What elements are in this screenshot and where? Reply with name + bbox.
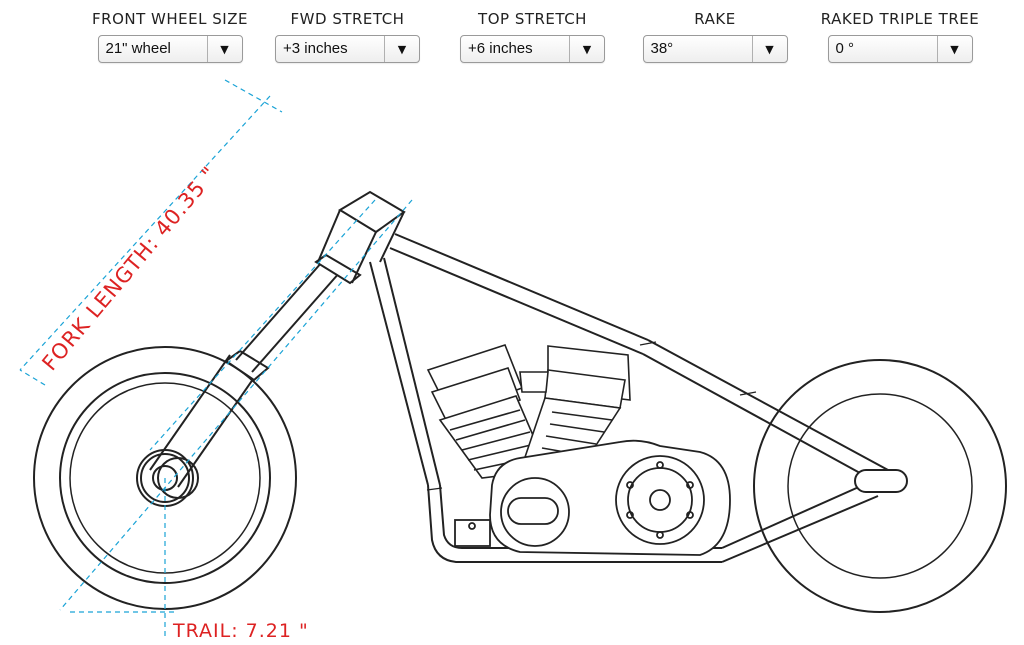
chevron-down-icon[interactable]: ▼ <box>206 36 242 62</box>
chevron-down-icon[interactable]: ▼ <box>569 36 604 62</box>
select-value: +6 inches <box>468 40 533 57</box>
frame <box>369 233 908 563</box>
rake-select[interactable]: 38° ▼ <box>642 35 788 63</box>
control-label: FRONT WHEEL SIZE <box>92 10 248 28</box>
control-label: RAKE <box>694 10 736 28</box>
control-fwd-stretch: FWD STRETCH +3 inches ▼ <box>260 10 435 63</box>
control-rake: RAKE 38° ▼ <box>625 10 805 63</box>
control-label: FWD STRETCH <box>290 10 405 28</box>
select-value: 21" wheel <box>105 40 171 57</box>
trail-label: TRAIL: 7.21 " <box>172 620 309 642</box>
fork-length-label: FORK LENGTH: 40.35 " <box>37 162 222 376</box>
control-raked-triple-tree: RAKED TRIPLE TREE 0 ° ▼ <box>810 10 990 63</box>
rear-wheel <box>753 359 1007 613</box>
top-stretch-select[interactable]: +6 inches ▼ <box>460 35 605 63</box>
raked-triple-tree-select[interactable]: 0 ° ▼ <box>827 35 973 63</box>
dimension-lines <box>19 79 413 636</box>
fwd-stretch-select[interactable]: +3 inches ▼ <box>275 35 420 63</box>
control-label: RAKED TRIPLE TREE <box>820 10 980 28</box>
front-wheel-size-select[interactable]: 21" wheel ▼ <box>97 35 243 63</box>
control-label: TOP STRETCH <box>478 10 587 28</box>
primary-drive <box>454 439 731 556</box>
chevron-down-icon[interactable]: ▼ <box>936 36 972 62</box>
select-value: +3 inches <box>283 40 348 57</box>
front-fork <box>136 190 406 507</box>
control-front-wheel-size: FRONT WHEEL SIZE 21" wheel ▼ <box>80 10 260 63</box>
control-top-stretch: TOP STRETCH +6 inches ▼ <box>445 10 620 63</box>
chevron-down-icon[interactable]: ▼ <box>751 36 787 62</box>
select-value: 0 ° <box>835 40 855 57</box>
chevron-down-icon[interactable]: ▼ <box>384 36 419 62</box>
select-value: 38° <box>650 40 674 57</box>
